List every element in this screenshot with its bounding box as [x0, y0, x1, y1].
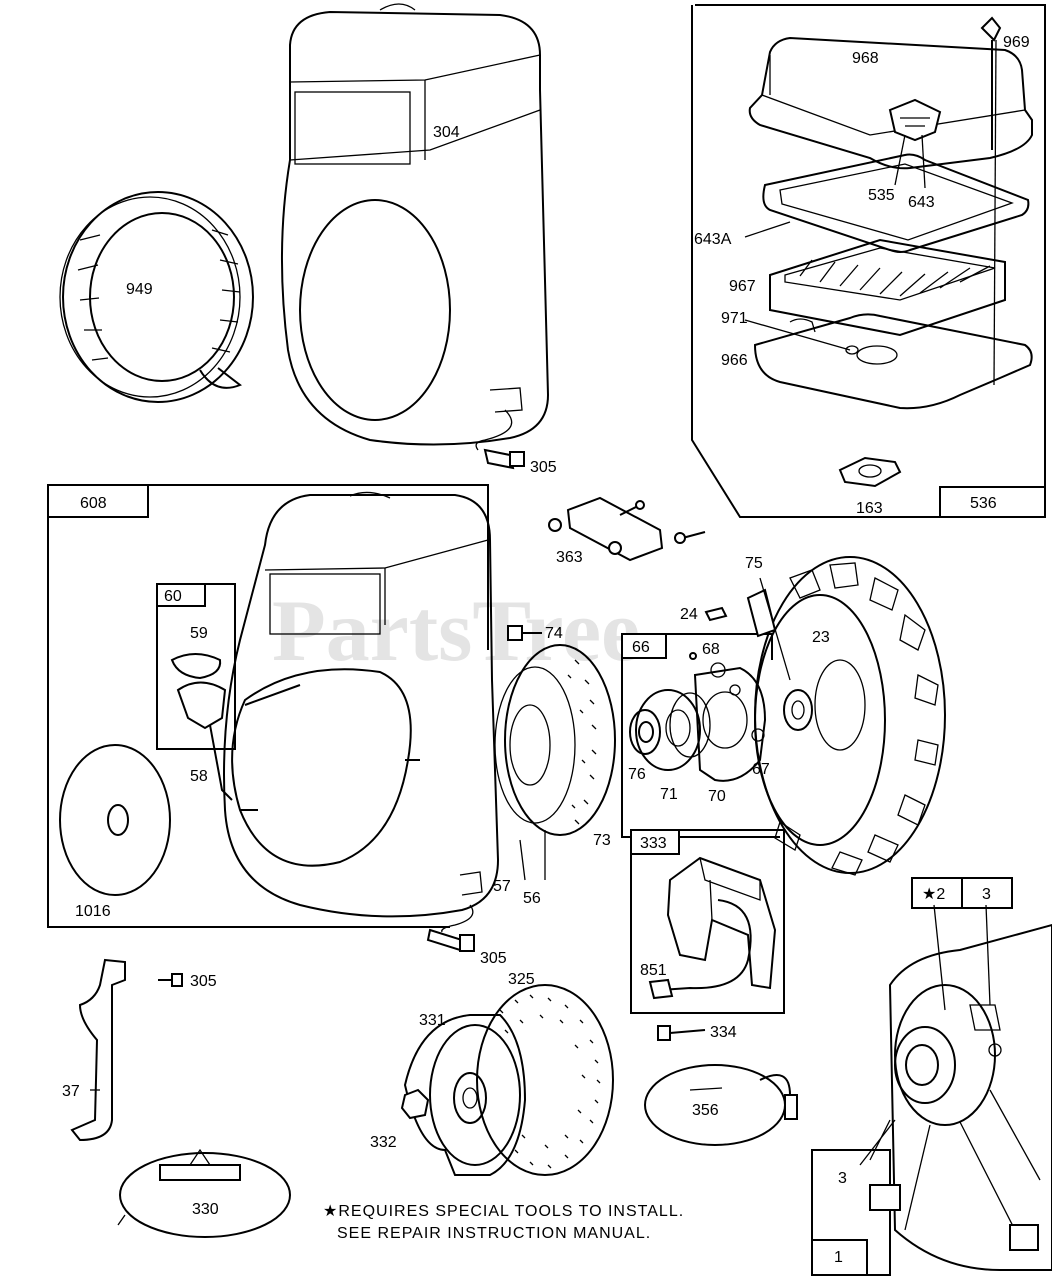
label-643: 643 [908, 194, 935, 211]
starter-clutch-group: 66 68 76 71 70 67 [621, 633, 780, 838]
washer-1016[interactable] [59, 744, 171, 896]
starter-handle-59[interactable] [170, 653, 227, 730]
group-box-608[interactable] [47, 484, 149, 518]
armature-group: 333 851 [630, 829, 785, 1014]
seal-76[interactable] [629, 709, 661, 755]
label-305-mid: 305 [480, 950, 507, 967]
label-73: 73 [593, 832, 611, 849]
air-cleaner-group: 536 [691, 4, 1046, 518]
label-57: 57 [493, 878, 511, 895]
label-66: 66 [632, 639, 650, 656]
label-949: 949 [126, 281, 153, 298]
stop-switch-wire-330[interactable] [117, 1148, 291, 1238]
label-643A: 643A [694, 231, 732, 248]
screen-949[interactable] [59, 191, 254, 403]
label-969: 969 [1003, 34, 1030, 51]
label-304: 304 [433, 124, 460, 141]
label-535: 535 [868, 187, 895, 204]
gasket-643A[interactable] [762, 153, 1030, 253]
label-305-bottom: 305 [190, 973, 217, 990]
label-333: 333 [640, 835, 667, 852]
group-box-66[interactable] [621, 633, 667, 659]
footnote-line-2: SEE REPAIR INSTRUCTION MANUAL. [337, 1225, 651, 1242]
label-536: 536 [970, 495, 997, 512]
label-70: 70 [708, 788, 726, 805]
label-325: 325 [508, 971, 535, 988]
screw-334[interactable] [657, 1025, 706, 1041]
label-37: 37 [62, 1083, 80, 1100]
label-75: 75 [745, 555, 763, 572]
label-56: 56 [523, 890, 541, 907]
label-334: 334 [710, 1024, 737, 1041]
bolt-74[interactable] [507, 625, 542, 641]
base-966[interactable] [753, 313, 1033, 410]
starter-cup-331[interactable] [403, 1014, 527, 1176]
label-59: 59 [190, 625, 208, 642]
label-163: 163 [856, 500, 883, 517]
label-1016: 1016 [75, 903, 111, 920]
label-330: 330 [192, 1201, 219, 1218]
screw-305-mid[interactable] [426, 904, 475, 952]
washer-71[interactable] [635, 689, 711, 771]
clip-535[interactable] [888, 98, 942, 142]
label-74: 74 [545, 625, 563, 642]
label-305-top: 305 [530, 459, 557, 476]
label-332: 332 [370, 1134, 397, 1151]
label-68: 68 [702, 641, 720, 658]
label-23: 23 [812, 629, 830, 646]
key-24[interactable] [704, 606, 728, 622]
label-76: 76 [628, 766, 646, 783]
ground-wire-356[interactable] [644, 1064, 798, 1146]
screw-305-bottom[interactable] [158, 973, 183, 987]
filter-element-967[interactable] [769, 238, 1006, 337]
label-356: 356 [692, 1102, 719, 1119]
label-star-2: ★2 [922, 886, 945, 903]
bracket-37[interactable] [70, 958, 126, 1142]
label-363: 363 [556, 549, 583, 566]
group-box-60[interactable] [156, 583, 236, 750]
ball-68[interactable] [689, 652, 697, 660]
label-60: 60 [164, 588, 182, 605]
rope-58[interactable] [209, 724, 233, 801]
group-box-333[interactable] [630, 829, 680, 855]
bracket-363[interactable] [548, 496, 706, 562]
armature-module-851[interactable] [648, 856, 777, 1000]
label-331: 331 [419, 1012, 446, 1029]
screw-305-top[interactable] [475, 409, 525, 470]
label-851: 851 [640, 962, 667, 979]
label-968: 968 [852, 50, 879, 67]
air-cleaner-cover-968[interactable] [748, 36, 1033, 170]
label-71: 71 [660, 786, 678, 803]
rotating-screen-73[interactable] [494, 644, 616, 836]
label-3: 3 [838, 1170, 847, 1187]
bearing-plate-group: ★2 3 1 3 [811, 877, 1052, 1276]
label-971: 971 [721, 310, 748, 327]
label-24: 24 [680, 606, 698, 623]
nut-332[interactable] [400, 1088, 430, 1120]
group-box-536[interactable] [939, 486, 1046, 518]
clutch-assembly-70[interactable] [693, 662, 767, 782]
label-966: 966 [721, 352, 748, 369]
blower-housing-608[interactable] [223, 491, 500, 918]
bearing-plate-1[interactable] [869, 923, 1052, 1271]
watermark: PartsTree [272, 583, 640, 680]
footnote-line-1: ★REQUIRES SPECIAL TOOLS TO INSTALL. [323, 1203, 684, 1220]
label-608: 608 [80, 495, 107, 512]
screw-969[interactable] [980, 16, 1002, 386]
label-1: 1 [834, 1249, 843, 1266]
label-58: 58 [190, 768, 208, 785]
label-967: 967 [729, 278, 756, 295]
flywheel-23[interactable] [746, 556, 946, 876]
springs-56-57[interactable] [519, 830, 546, 881]
label-3-box: 3 [982, 886, 991, 903]
blower-housing-304[interactable] [281, 3, 550, 446]
screen-325[interactable] [476, 984, 614, 1176]
group-box-1[interactable] [811, 1239, 868, 1276]
blower-housing-assembly-group: 608 60 [47, 484, 616, 928]
gasket-163[interactable] [838, 456, 902, 488]
